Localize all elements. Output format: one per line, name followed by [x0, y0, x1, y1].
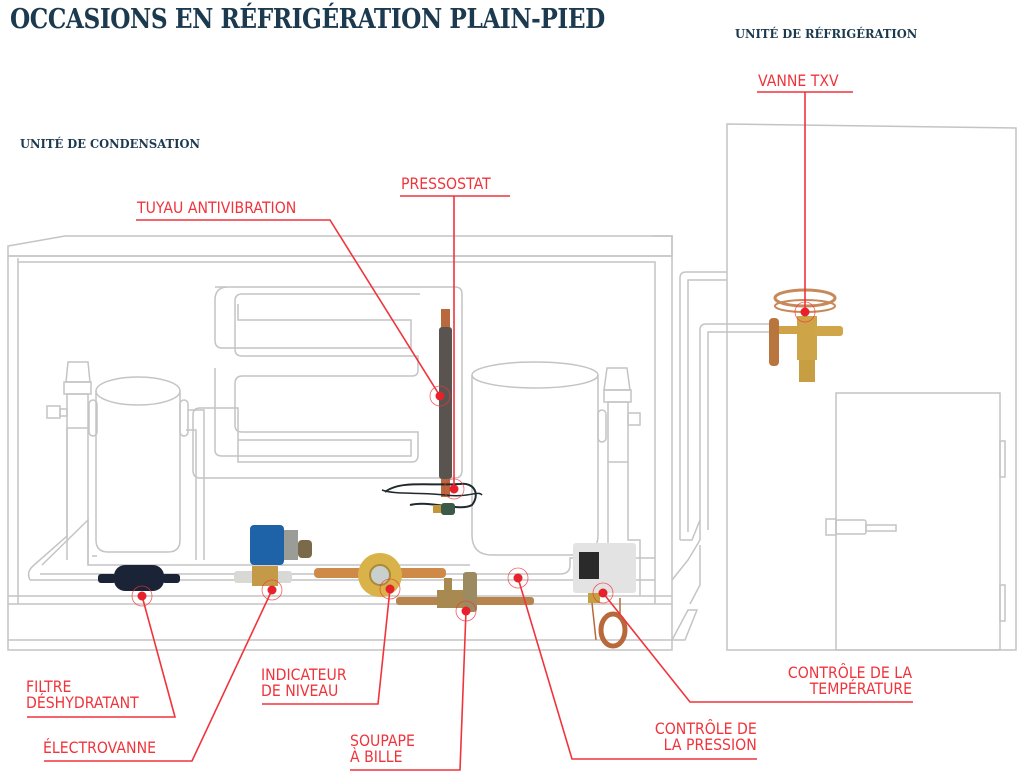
label-sight-glass: INDICATEUR DE NIVEAU — [261, 667, 347, 699]
suction-line — [27, 428, 655, 581]
label-filter-drier-line2: DÉSHYDRATANT — [26, 693, 139, 712]
refrigeration-unit-heading: UNITÉ DE RÉFRIGÉRATION — [735, 26, 918, 41]
label-filter-drier-line1: FILTRE — [26, 677, 72, 696]
label-sight-glass-line1: INDICATEUR — [261, 665, 347, 684]
marker-ball-valve — [461, 606, 471, 616]
leader-ball-valve — [350, 610, 467, 771]
marker-sight-glass — [385, 584, 395, 594]
marker-pressure-control — [513, 573, 523, 583]
marker-vibration-hose — [435, 391, 445, 401]
leader-pressure-control — [517, 577, 757, 760]
leader-pressure-switch — [400, 195, 510, 489]
leader-solenoid-valve — [44, 589, 273, 762]
label-ball-valve-line1: SOUPAPE — [350, 731, 415, 750]
marker-txv — [800, 307, 810, 317]
leader-filter-drier — [27, 595, 177, 718]
filter-drier-image — [98, 565, 180, 591]
callout-leaders — [27, 91, 913, 771]
leader-vibration-hose — [136, 219, 441, 397]
label-pressure-control-line2: LA PRESSION — [663, 735, 757, 754]
marker-pressure-switch — [449, 484, 459, 494]
label-pressure-control-line1: CONTRÔLE DE — [655, 719, 757, 738]
leader-temperature-control — [602, 592, 913, 703]
label-sight-glass-line2: DE NIVEAU — [261, 681, 339, 700]
label-pressure-switch: PRESSOSTAT — [401, 174, 491, 193]
label-pressure-control: CONTRÔLE DE LA PRESSION — [655, 721, 757, 753]
label-vibration-hose: TUYAU ANTIVIBRATION — [137, 198, 297, 217]
label-temperature-control-line1: CONTRÔLE DE LA — [787, 663, 912, 682]
page-title: OCCASIONS EN RÉFRIGÉRATION PLAIN-PIED — [10, 4, 605, 35]
leader-txv — [757, 91, 853, 312]
pressure-switch-image — [381, 482, 483, 515]
refrigerant-lines — [670, 271, 770, 641]
vibration-hose-image — [439, 309, 452, 497]
marker-solenoid-valve — [267, 585, 277, 595]
condenser-coil — [192, 286, 463, 479]
walk-in-box — [726, 123, 1017, 651]
label-temperature-control-line2: TEMPÉRATURE — [809, 679, 912, 698]
left-compressor — [46, 361, 205, 565]
label-solenoid-valve: ÉLECTROVANNE — [43, 738, 157, 757]
label-filter-drier: FILTRE DÉSHYDRATANT — [26, 679, 139, 711]
label-ball-valve-line2: À BILLE — [350, 747, 403, 766]
leader-sight-glass — [262, 588, 391, 705]
temperature-control-image — [573, 543, 636, 649]
marker-filter-drier — [137, 591, 147, 601]
label-temperature-control: CONTRÔLE DE LA TEMPÉRATURE — [788, 665, 912, 697]
solenoid-valve-image — [234, 525, 312, 586]
condensing-unit-heading: UNITÉ DE CONDENSATION — [20, 136, 200, 151]
marker-temperature-control — [598, 588, 608, 598]
label-txv-valve: VANNE TXV — [758, 71, 839, 90]
label-ball-valve: SOUPAPE À BILLE — [350, 733, 415, 765]
condensing-unit-cabinet — [7, 235, 673, 651]
txv-valve-image — [769, 288, 843, 382]
